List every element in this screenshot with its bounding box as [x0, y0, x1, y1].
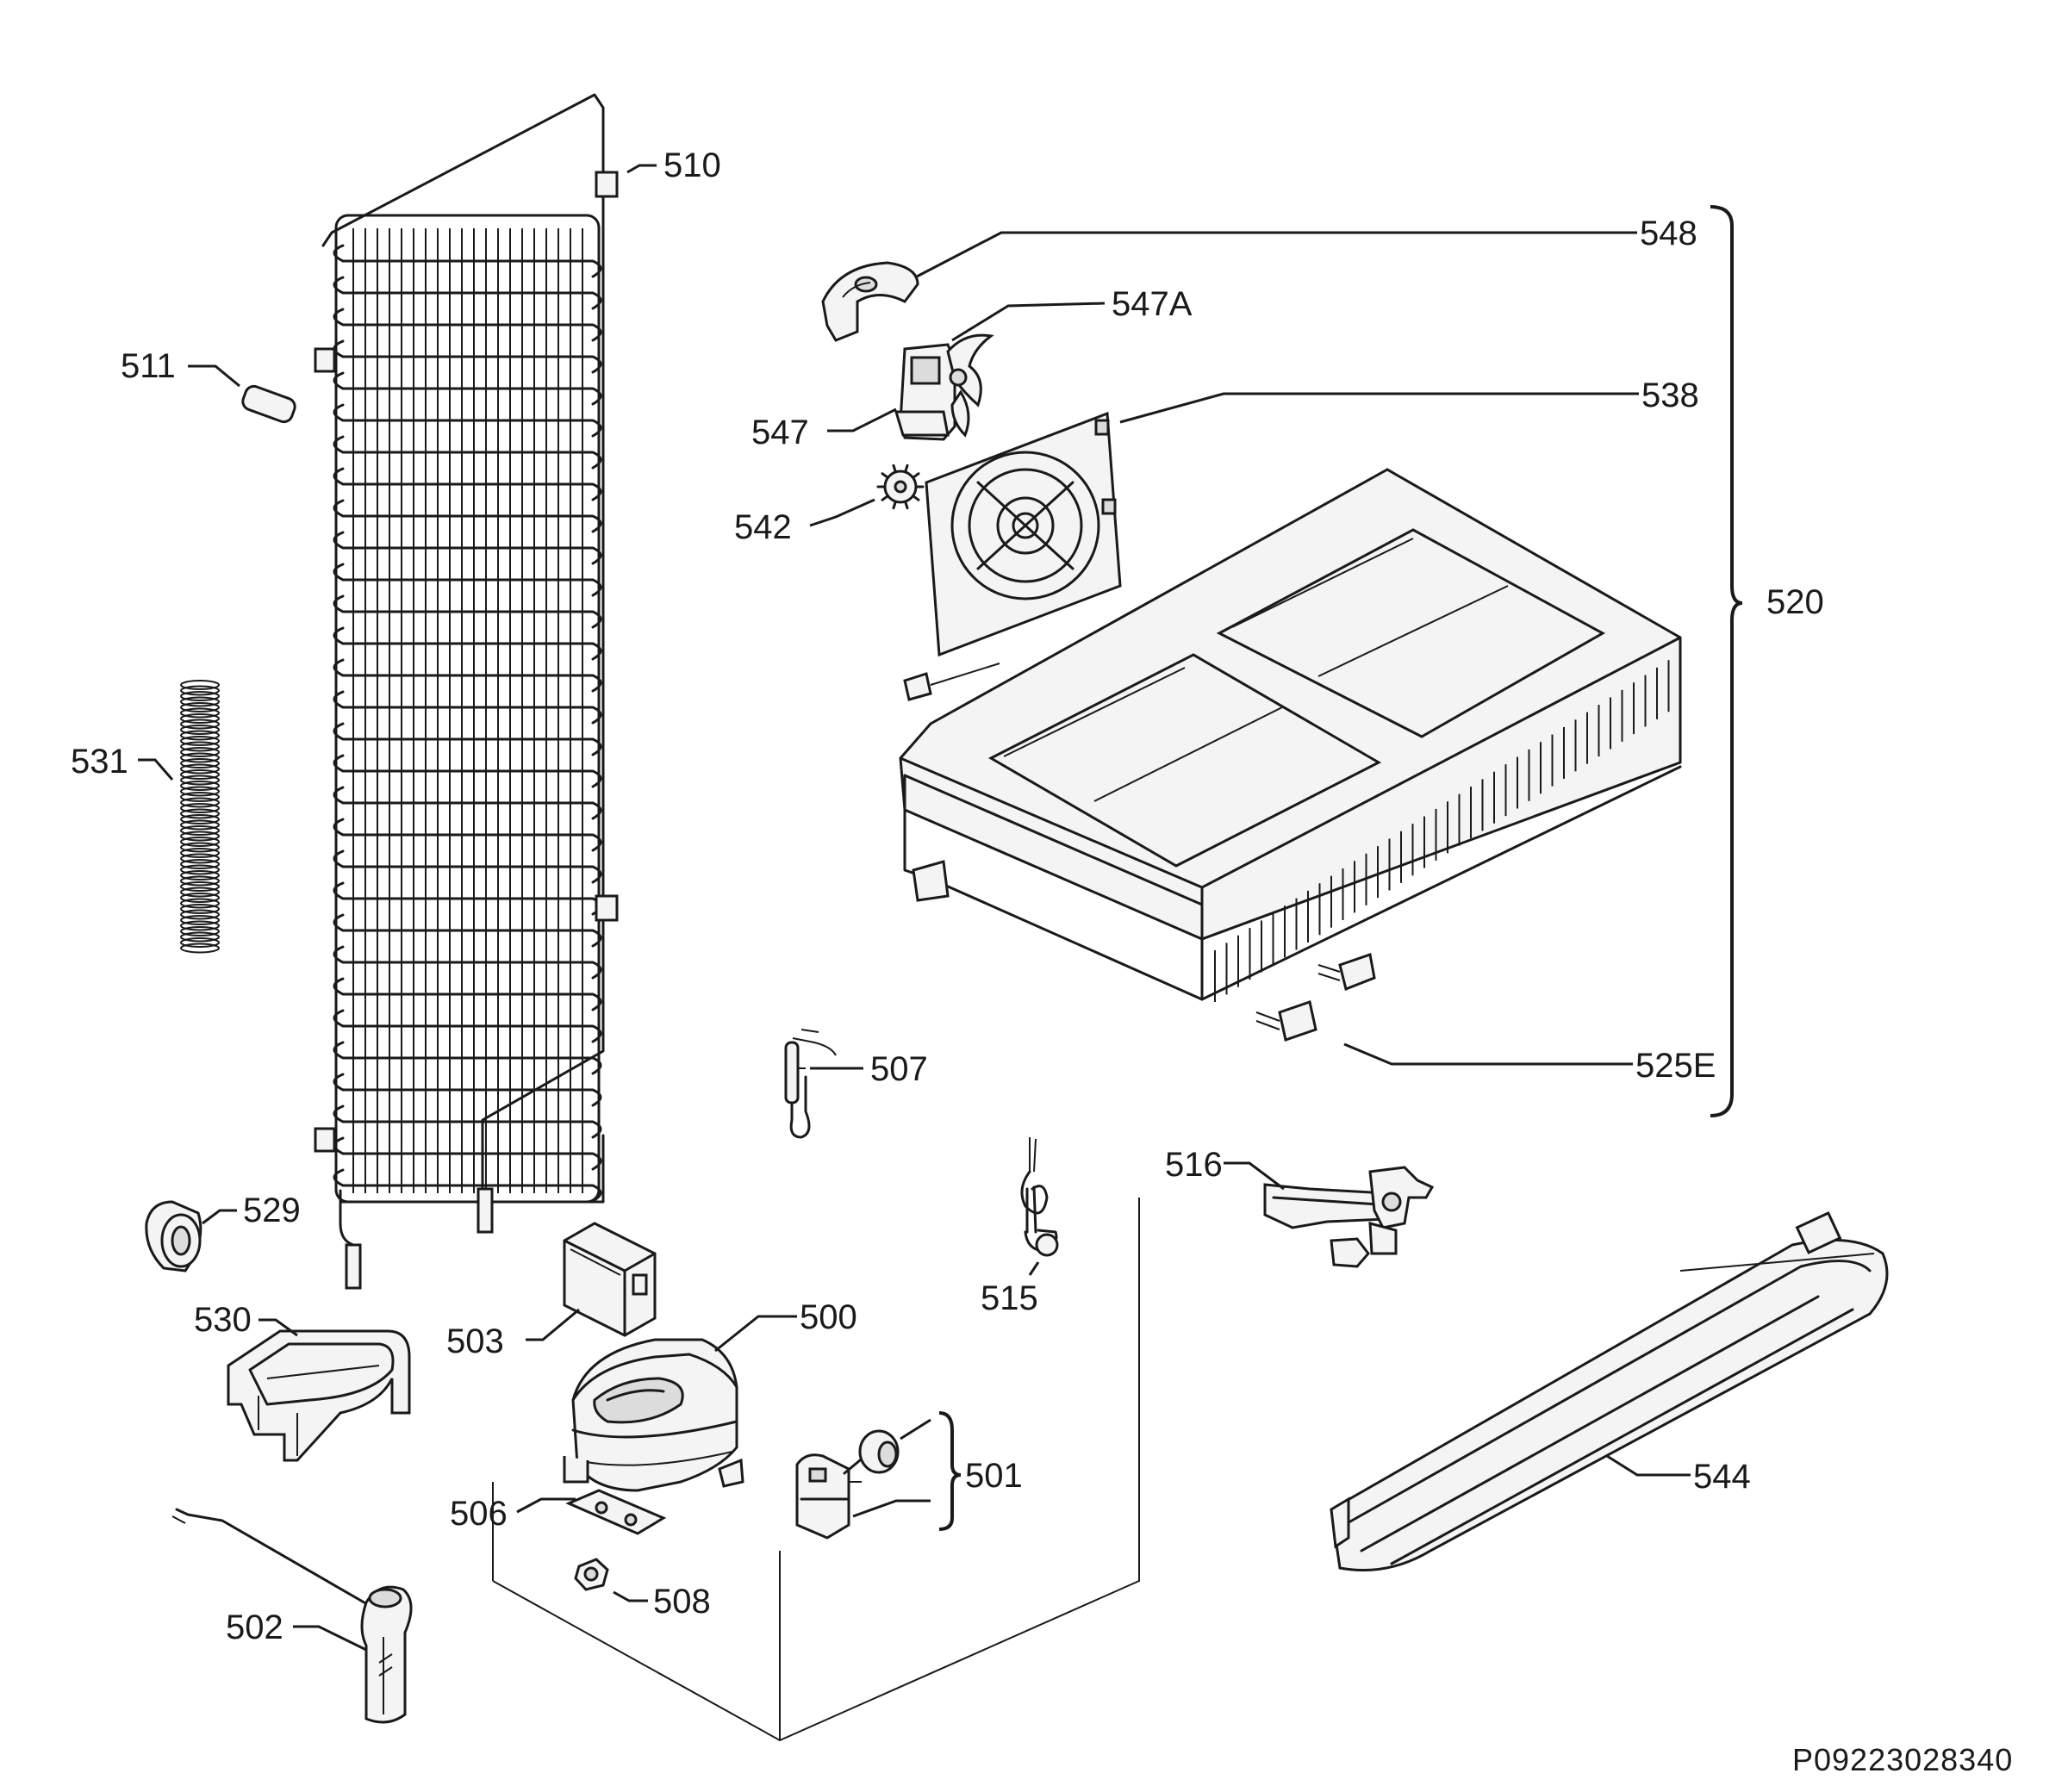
part-label-511: 511	[121, 347, 176, 385]
part-label-506: 506	[450, 1495, 508, 1533]
fan-blade	[946, 333, 994, 438]
grommet	[145, 1200, 202, 1272]
evaporation-tray	[227, 1329, 411, 1462]
part-label-547A: 547A	[1112, 285, 1193, 323]
part-label-548: 548	[1640, 215, 1697, 252]
part-label-507: 507	[870, 1050, 928, 1088]
door-hinge-bracket	[1263, 1166, 1435, 1268]
part-label-531: 531	[71, 743, 128, 781]
filter-dryer	[241, 384, 296, 424]
fan-motor-cover	[821, 261, 919, 342]
part-label-503: 503	[446, 1322, 504, 1360]
part-label-502: 502	[226, 1608, 283, 1646]
part-label-515: 515	[981, 1279, 1038, 1317]
temperature-probe	[171, 1508, 413, 1724]
part-label-508: 508	[653, 1583, 711, 1621]
thermal-fuse	[784, 1029, 837, 1139]
part-label-547: 547	[751, 414, 809, 451]
evaporator-cover-assembly	[899, 468, 1682, 1002]
part-label-501: 501	[965, 1457, 1023, 1495]
part-label-525E: 525E	[1635, 1047, 1716, 1085]
starter-relay-box	[563, 1222, 657, 1337]
fan-gear	[876, 464, 925, 510]
part-label-530: 530	[194, 1301, 252, 1339]
part-label-500: 500	[800, 1298, 857, 1336]
part-label-529: 529	[243, 1192, 301, 1229]
part-label-544: 544	[1693, 1458, 1751, 1496]
drain-hose-spring	[180, 680, 220, 954]
part-label-542: 538	[1641, 376, 1699, 414]
wire-connectors	[1255, 953, 1376, 1042]
fan-shroud-plate	[925, 411, 1122, 657]
document-code: P09223028340	[1792, 1742, 2013, 1777]
part-label-520: 520	[1766, 583, 1824, 621]
part-label-516: 516	[1165, 1146, 1223, 1184]
starter-relay	[795, 1429, 900, 1540]
mounting-nut	[574, 1558, 609, 1591]
part-label-510: 510	[663, 146, 721, 184]
door-bar-rail	[1330, 1210, 1889, 1571]
fan-motor	[894, 343, 956, 441]
condenser-coil	[314, 93, 619, 1290]
defrost-heater-wire	[1020, 1137, 1059, 1257]
compressor	[563, 1338, 744, 1535]
part-label-538: 542	[734, 508, 792, 546]
